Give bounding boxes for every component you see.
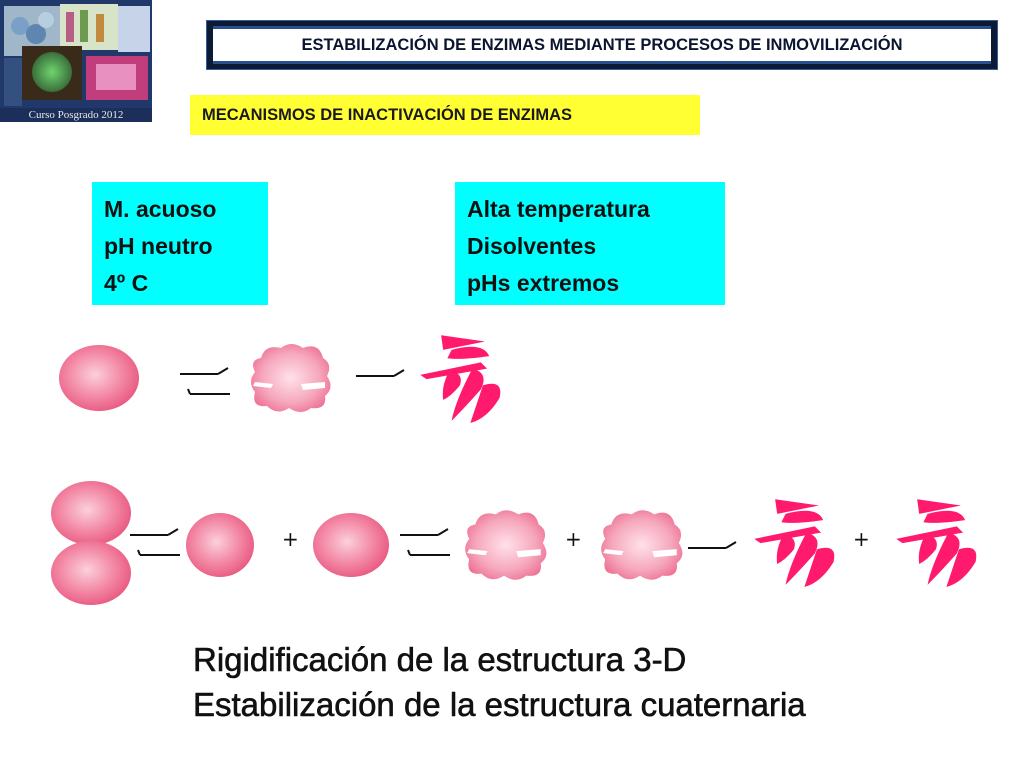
denaturing-condition-2: Disolventes <box>467 233 597 259</box>
stable-condition-2: pH neutro <box>104 233 213 259</box>
logo-caption: Curso Posgrado 2012 <box>0 108 152 122</box>
course-logo: Curso Posgrado 2012 <box>0 0 152 122</box>
inactivated-subunit-2 <box>896 499 977 587</box>
inactivation-diagram: + + + <box>51 335 977 605</box>
conclusion-1: Rigidificación de la estructura 3-D <box>193 641 687 679</box>
denaturing-condition-1: Alta temperatura <box>467 196 650 222</box>
unfolded-subunit-2 <box>601 510 683 580</box>
unfolded-subunit-1 <box>465 510 547 580</box>
plus-sign-3: + <box>853 527 870 551</box>
stable-condition-3: 4º C <box>104 270 149 296</box>
plus-sign-2: + <box>565 527 582 551</box>
title-frame: ESTABILIZACIÓN DE ENZIMAS MEDIANTE PROCE… <box>213 26 991 64</box>
reversible-unfolding-arrows <box>179 367 231 395</box>
stable-conditions-box: M. acuoso pH neutro 4º C <box>92 182 268 305</box>
dimer-subunit-bottom <box>51 541 131 605</box>
plus-sign-1: + <box>282 527 299 551</box>
native-enzyme-monomer <box>59 345 139 411</box>
conclusion-2: Estabilización de la estructura cuaterna… <box>193 686 806 724</box>
reversible-unfolding-arrows-2 <box>399 528 451 556</box>
inactivated-subunit-1 <box>754 499 835 587</box>
reversible-dissociation-arrows <box>129 528 181 556</box>
dimer-subunit-top <box>51 481 131 545</box>
stable-condition-1: M. acuoso <box>104 196 217 222</box>
irreversible-inactivation-arrow-2 <box>687 541 737 549</box>
unfolded-enzyme-intermediate <box>251 344 331 412</box>
slide-title-box: ESTABILIZACIÓN DE ENZIMAS MEDIANTE PROCE… <box>206 20 998 70</box>
section-subtitle: MECANISMOS DE INACTIVACIÓN DE ENZIMAS <box>190 95 700 135</box>
denaturing-conditions-box: Alta temperatura Disolventes pHs extremo… <box>455 182 725 305</box>
conclusions: Rigidificación de la estructura 3-D Esta… <box>193 637 806 727</box>
logo-collage-image <box>0 0 152 122</box>
dissociated-subunit-2 <box>313 513 389 577</box>
dissociated-subunit-1 <box>186 513 254 577</box>
slide-title: ESTABILIZACIÓN DE ENZIMAS MEDIANTE PROCE… <box>213 29 991 61</box>
irreversible-inactivation-arrow <box>355 369 405 377</box>
denaturing-condition-3: pHs extremos <box>467 270 620 296</box>
inactivated-enzyme <box>420 335 501 423</box>
